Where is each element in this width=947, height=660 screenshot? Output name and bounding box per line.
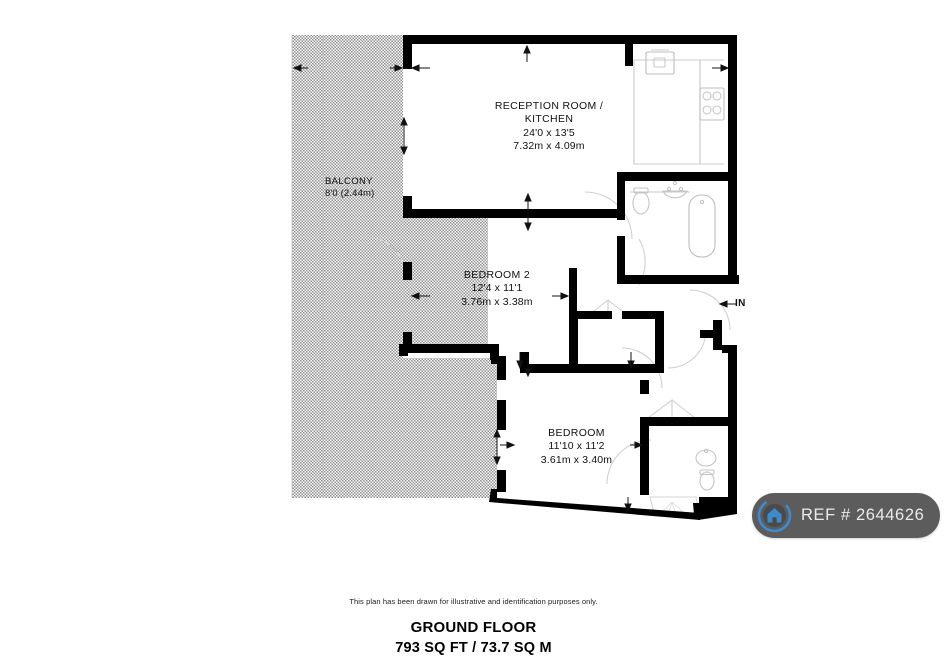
- wardrobe-doors-bedroom: [647, 398, 696, 419]
- disclaimer-text: This plan has been drawn for illustrativ…: [349, 597, 598, 606]
- entrance-label: IN: [735, 298, 746, 309]
- ref-badge[interactable]: REF # 2644626: [752, 493, 941, 538]
- walls-layer: [399, 35, 739, 520]
- bathtub-icon: [688, 194, 716, 258]
- floor-area: 793 SQ FT / 73.7 SQ M: [395, 640, 552, 656]
- oven-icon: [645, 49, 675, 75]
- ref-badge-text: REF # 2644626: [801, 506, 925, 524]
- bathroom-fixtures: [630, 180, 716, 258]
- toilet-icon-ensuite: [699, 469, 715, 491]
- balcony-area: [291, 35, 497, 498]
- fixtures-layer: [369, 49, 731, 517]
- basin-icon: [662, 180, 688, 199]
- hob-icon: [699, 87, 725, 121]
- floor-title: GROUND FLOOR: [410, 619, 537, 636]
- dimension-arrows: [292, 44, 736, 513]
- toilet-icon: [632, 187, 650, 215]
- home-icon: [756, 497, 793, 534]
- basin-icon-ensuite: [695, 448, 717, 467]
